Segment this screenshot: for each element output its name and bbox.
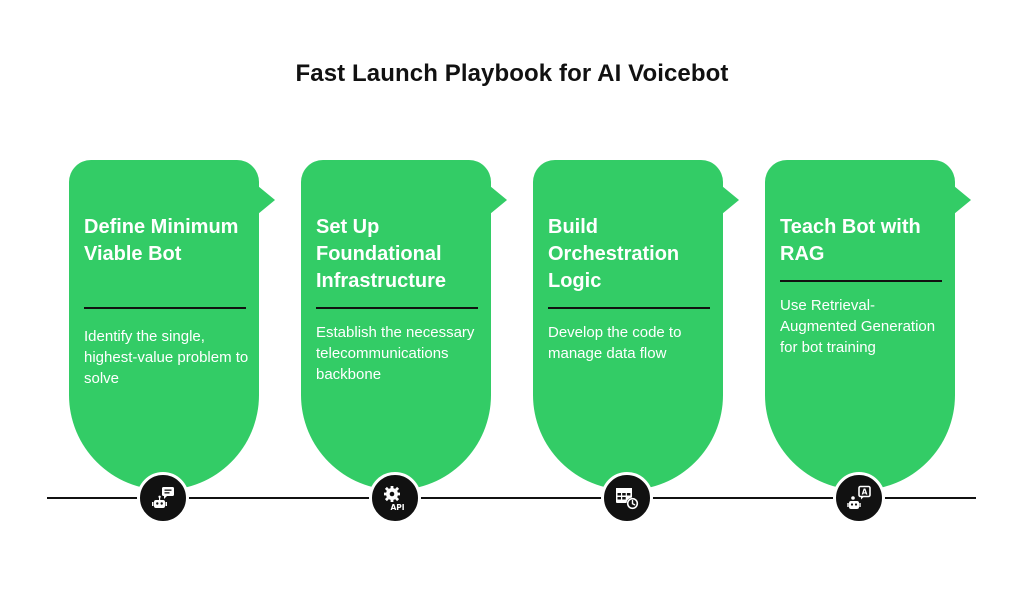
gear-api-icon-glyph: API: [384, 486, 405, 511]
page-title: Fast Launch Playbook for AI Voicebot: [295, 60, 729, 87]
card-arrow: [954, 186, 971, 214]
timeline-line: [47, 497, 976, 499]
step-card-set-up-foundational-infrastructure: Set Up Foundational Infrastructure Estab…: [301, 160, 507, 490]
step-divider: [780, 280, 942, 282]
card-arrow: [722, 186, 739, 214]
step-card-build-orchestration-logic: Build Orchestration Logic Develop the co…: [533, 160, 739, 490]
robot-chat-icon: [137, 472, 189, 524]
step-title: Build Orchestration Logic: [548, 216, 680, 292]
step-card-define-minimum-viable-bot: Define Minimum Viable Bot Identify the s…: [69, 160, 275, 490]
step-description: Develop the code to manage data flow: [548, 324, 682, 362]
step-description: Establish the necessary telecommunicatio…: [316, 324, 475, 383]
api-label: API: [390, 503, 404, 511]
step-description: Identify the single, highest-value probl…: [84, 328, 249, 387]
card-arrow: [490, 186, 507, 214]
step-card-teach-bot-with-rag: Teach Bot with RAG Use Retrieval-Augment…: [765, 160, 971, 490]
step-title: Define Minimum Viable Bot: [84, 216, 239, 265]
step-divider: [316, 307, 478, 309]
gear-api-icon: API: [369, 472, 421, 524]
step-title: Set Up Foundational Infrastructure: [316, 216, 447, 292]
step-description: Use Retrieval-Augmented Generation for b…: [780, 297, 936, 356]
table-clock-icon-glyph: [616, 488, 639, 510]
step-title: Teach Bot with RAG: [780, 216, 921, 265]
robot-chat-icon-glyph: [152, 487, 174, 508]
step-divider: [84, 307, 246, 309]
robot-answer-icon: A: [833, 472, 885, 524]
step-divider: [548, 307, 710, 309]
table-clock-icon: [601, 472, 653, 524]
answer-letter: A: [862, 488, 868, 497]
card-arrow: [258, 186, 275, 214]
robot-answer-icon-glyph: A: [847, 485, 871, 509]
